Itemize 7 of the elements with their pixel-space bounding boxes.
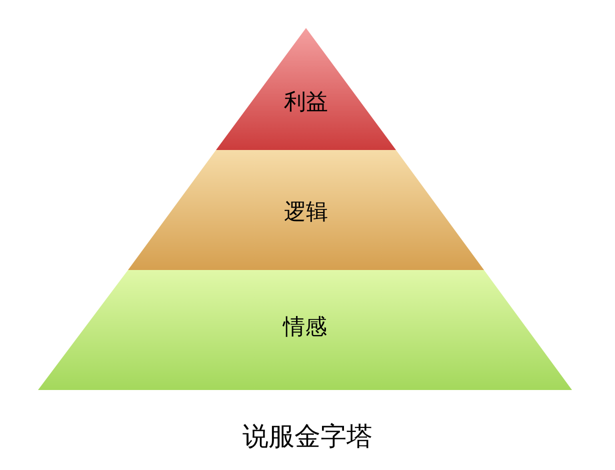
pyramid-layer (216, 28, 396, 150)
pyramid-layer (38, 270, 572, 390)
layer-label: 利益 (283, 92, 329, 114)
diagram-title: 说服金字塔 (242, 424, 374, 450)
layer-label: 逻辑 (283, 202, 329, 224)
layer-label: 情感 (282, 317, 328, 339)
pyramid-layer (128, 150, 484, 270)
